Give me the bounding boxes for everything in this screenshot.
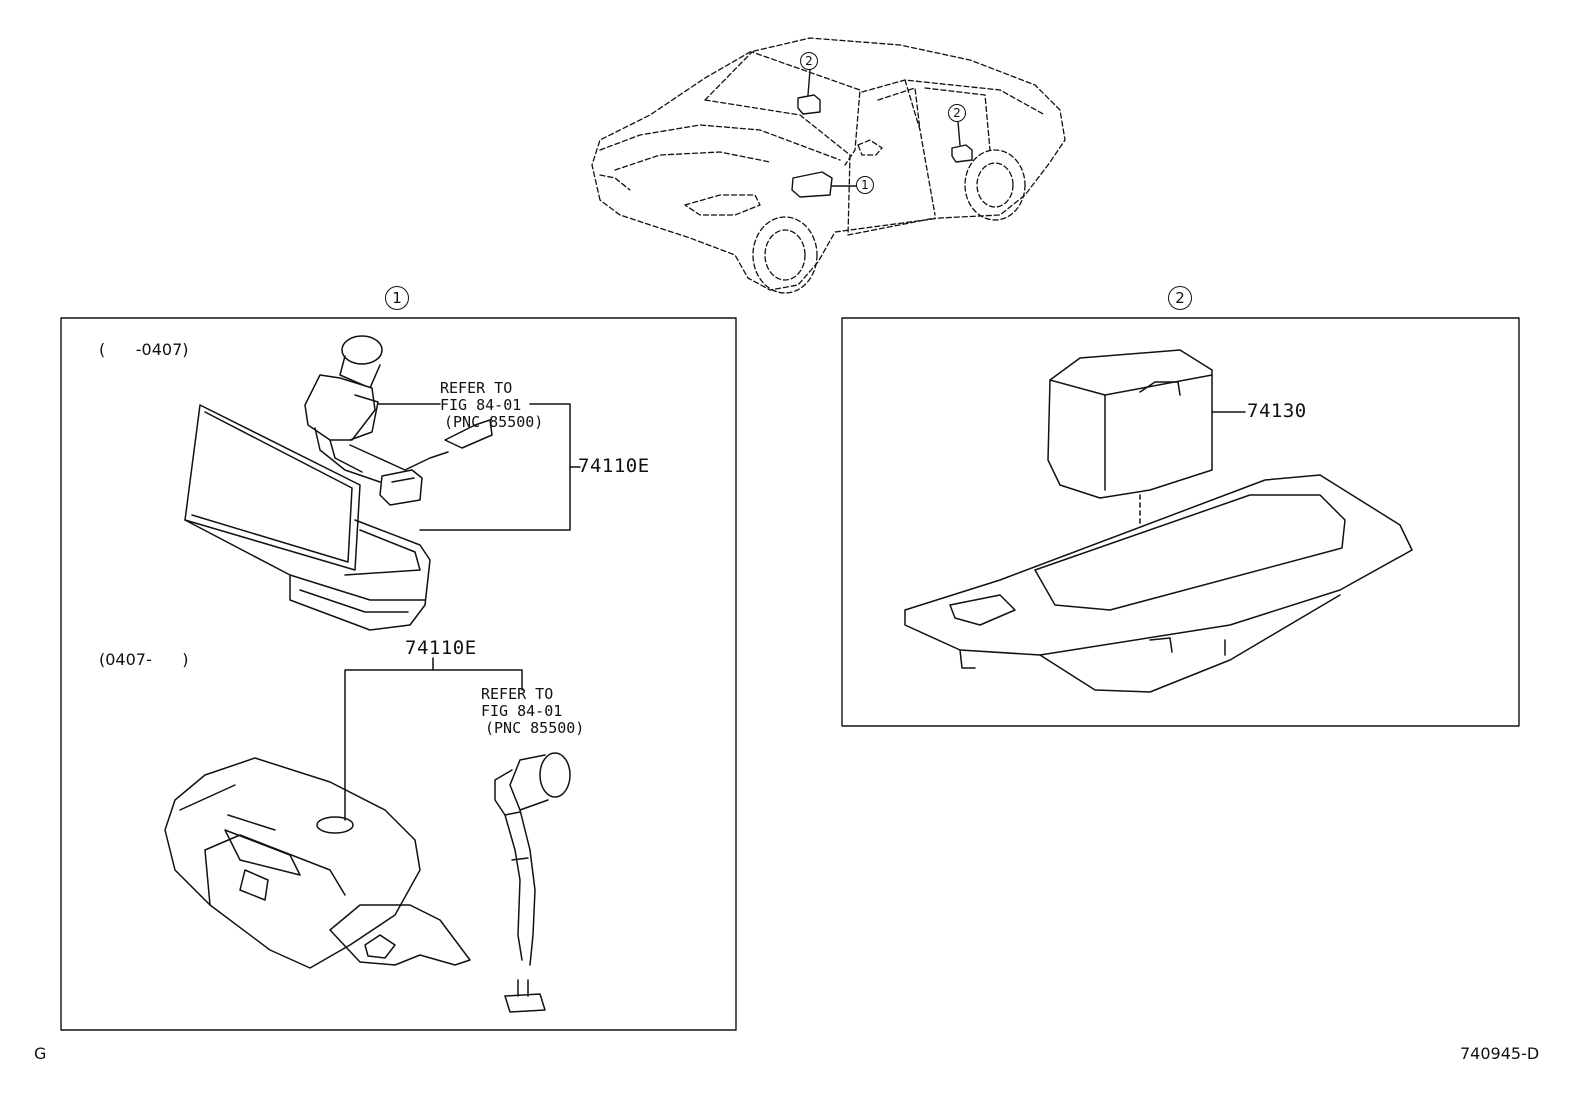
- part-number-74110e-bottom: 74110E: [405, 637, 477, 659]
- car-callout-1: 1: [856, 176, 874, 194]
- period-late-label: (0407- ): [99, 650, 189, 669]
- refer-to-bottom-2: FIG 84-01: [481, 702, 563, 720]
- switch-assembly-late: [164, 657, 571, 1013]
- footer-diagram-id: 740945-D: [1460, 1044, 1540, 1063]
- part-number-74110e-top: 74110E: [578, 455, 650, 477]
- refer-to-top-1: REFER TO: [440, 379, 513, 397]
- switch-assembly-early: [184, 335, 581, 631]
- switch-base-74130: [904, 349, 1413, 693]
- period-early-label: ( -0407): [99, 340, 189, 359]
- refer-to-bottom-3: (PNC 85500): [485, 719, 585, 737]
- refer-to-top-3: (PNC 85500): [444, 413, 544, 431]
- panel-2-frame: [841, 317, 1520, 727]
- part-number-74130: 74130: [1247, 400, 1307, 422]
- vehicle-overview: [591, 37, 1066, 294]
- car-callout-2b: 2: [948, 104, 966, 122]
- panel-1-frame: [60, 317, 737, 1031]
- car-switch-markers: [791, 69, 973, 198]
- panel-1-callout: 1: [385, 286, 409, 310]
- car-callout-2a: 2: [800, 52, 818, 70]
- footer-left-code: G: [34, 1044, 47, 1063]
- refer-to-top-2: FIG 84-01: [440, 396, 522, 414]
- refer-to-bottom-1: REFER TO: [481, 685, 554, 703]
- panel-2-callout: 2: [1168, 286, 1192, 310]
